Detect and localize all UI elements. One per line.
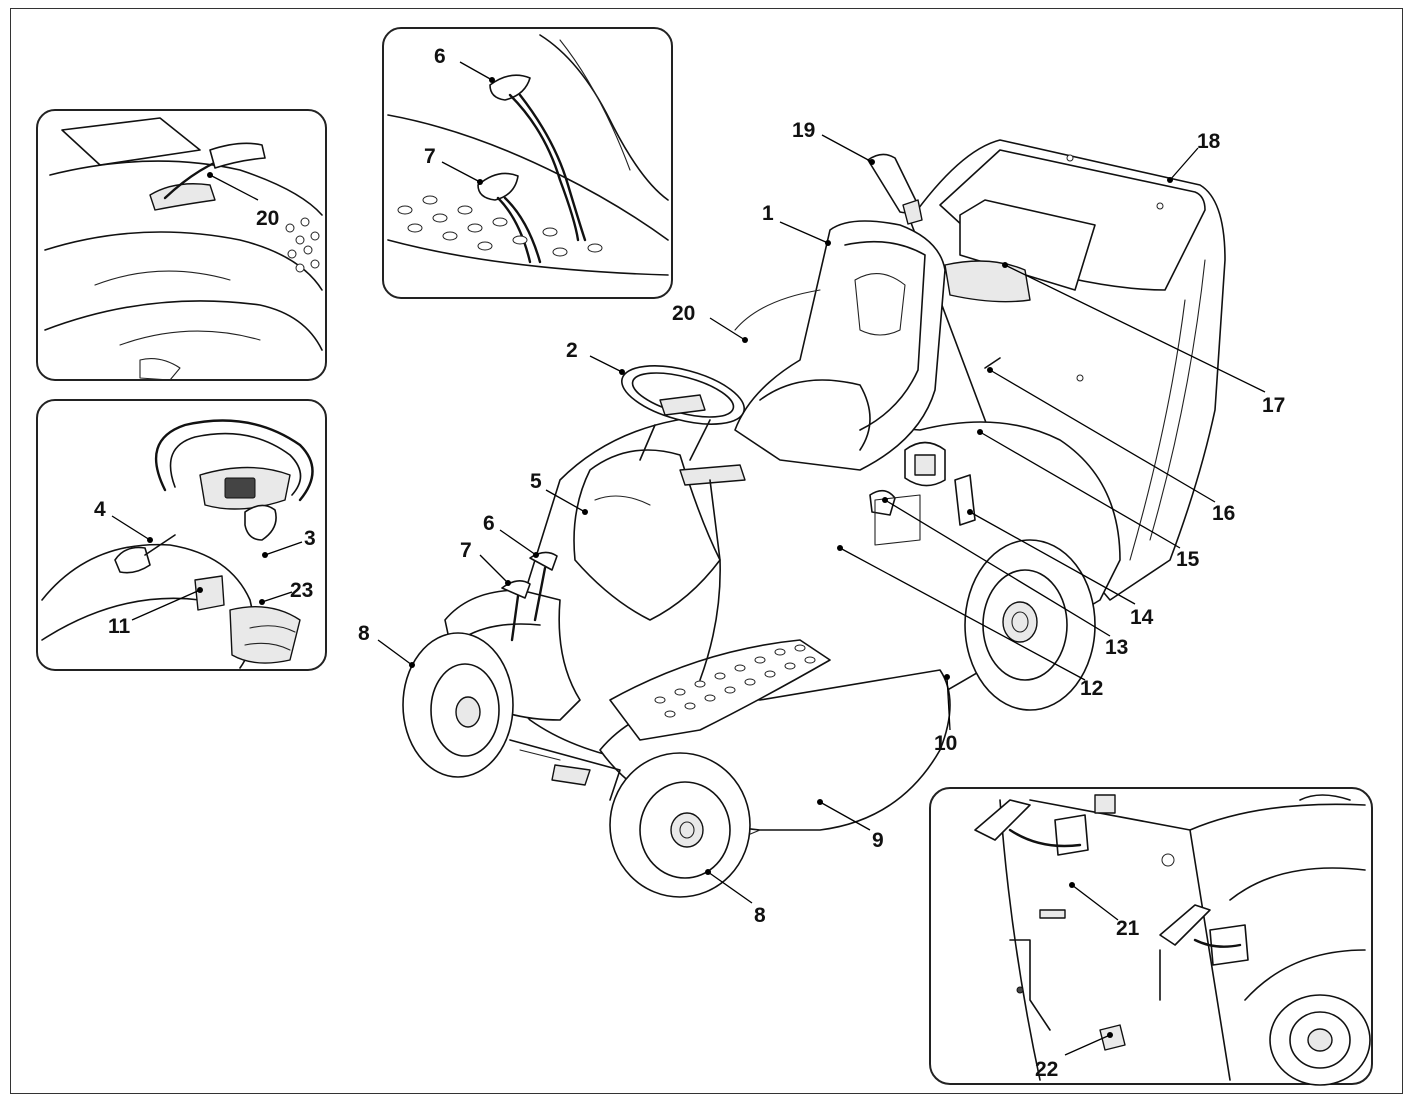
callout-15: 15 [1176, 548, 1200, 571]
callout-7-inset: 7 [424, 145, 436, 168]
inset-rear-hitch [929, 787, 1373, 1086]
callout-12: 12 [1080, 677, 1103, 700]
callout-3: 3 [304, 527, 316, 550]
callout-16: 16 [1212, 502, 1235, 525]
leader-lines [111, 61, 1266, 1056]
callout-7-main: 7 [460, 539, 472, 562]
callout-14: 14 [1130, 606, 1154, 629]
callout-18: 18 [1197, 130, 1221, 153]
callout-20-main: 20 [672, 302, 695, 325]
callout-10: 10 [934, 732, 957, 755]
callout-labels: 1 2 3 4 5 6 6 7 7 8 8 9 10 11 12 13 14 1… [94, 45, 1285, 1081]
callout-23: 23 [290, 579, 313, 602]
callout-22: 22 [1035, 1058, 1058, 1081]
callout-6-inset: 6 [434, 45, 446, 68]
inset-dashboard [36, 399, 327, 671]
callout-6-main: 6 [483, 512, 495, 535]
callout-8-bottom: 8 [754, 904, 766, 927]
inset-seat-lever [36, 109, 327, 381]
callout-1: 1 [762, 202, 774, 225]
inset-pedals [382, 27, 673, 299]
callout-21: 21 [1116, 917, 1140, 940]
callout-4: 4 [94, 498, 106, 521]
callout-8-left: 8 [358, 622, 370, 645]
callout-11: 11 [108, 615, 131, 638]
callout-5: 5 [530, 470, 542, 493]
footboard-holes [654, 644, 816, 718]
callout-20-inset: 20 [256, 207, 279, 230]
page-frame [10, 8, 1403, 1094]
callout-13: 13 [1105, 636, 1128, 659]
callout-2: 2 [566, 339, 578, 362]
main-tractor [402, 139, 1226, 898]
callout-17: 17 [1262, 394, 1285, 417]
callout-9: 9 [872, 829, 884, 852]
callout-19: 19 [792, 119, 815, 142]
